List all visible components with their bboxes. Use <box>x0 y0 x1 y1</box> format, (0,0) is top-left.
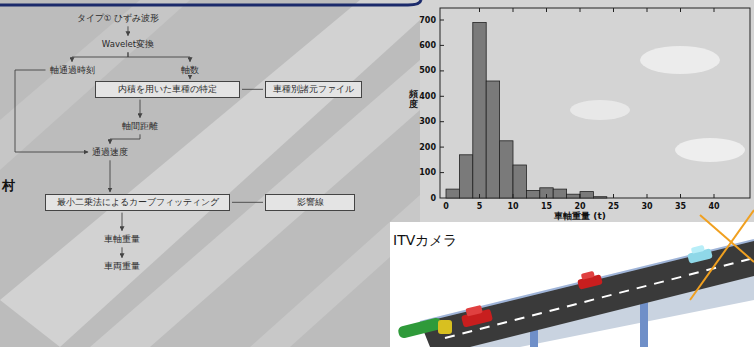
tick-label: 25 <box>608 202 619 211</box>
node-text: 軸通過時刻 <box>50 65 95 76</box>
tick-label: 600 <box>419 41 436 50</box>
tick-label: 35 <box>675 202 686 211</box>
process-box: 影響線 <box>265 194 355 211</box>
road-deck <box>420 240 754 347</box>
tick-label: 20 <box>574 202 585 211</box>
flow-connector <box>190 78 191 80</box>
flow-connector <box>242 89 263 90</box>
pipe <box>397 317 443 339</box>
photo-patch <box>675 138 745 162</box>
camera-mount <box>438 320 452 334</box>
flow-step: タイプ① ひずみ波形 <box>75 12 161 25</box>
flow-step: Wavelet変換 <box>100 38 156 51</box>
car <box>460 303 493 328</box>
flow-connector <box>128 52 190 61</box>
process-box: 内積を用いた車種の特定 <box>95 81 240 98</box>
aerial-photo <box>0 0 420 347</box>
node-text: 車両重量 <box>104 261 140 272</box>
flow-connector <box>15 70 88 152</box>
node-text: 最小二乗法によるカーブフィッティング <box>52 197 223 208</box>
tick-label: 400 <box>419 92 436 101</box>
car <box>686 243 713 263</box>
process-box: 車種別諸元ファイル <box>265 81 362 98</box>
flow-step: 軸数 <box>179 64 201 77</box>
flow-connector <box>110 134 140 143</box>
flow-connector <box>122 213 123 231</box>
flow-step: 軸間距離 <box>120 120 160 133</box>
node-text: 軸間距離 <box>122 121 158 132</box>
flow-connector <box>72 52 128 61</box>
tick-label: 30 <box>641 202 652 211</box>
tick-label: 200 <box>419 143 436 152</box>
photo-patch <box>640 46 720 74</box>
camera-view-line <box>690 210 754 300</box>
flow-step: 通過速度 <box>90 146 130 159</box>
tick-label: 700 <box>419 16 436 25</box>
illustration-ground <box>390 222 754 347</box>
axis-title: 頻度 <box>409 90 418 110</box>
flow-step: 車軸重量 <box>102 233 142 246</box>
tick-label: 0 <box>443 202 449 211</box>
node-text: 影響線 <box>272 197 348 208</box>
flow-connector <box>110 160 111 192</box>
axis-ticks <box>440 8 714 198</box>
photo-ground <box>420 0 754 222</box>
axis-title: 車軸重量 (t) <box>554 210 606 223</box>
flow-connector <box>232 202 263 203</box>
tick-label: 0 <box>430 194 436 203</box>
node-text: 軸数 <box>181 65 199 76</box>
flow-step: 車両重量 <box>102 260 142 273</box>
tick-label: 5 <box>477 202 483 211</box>
tick-label: 300 <box>419 117 436 126</box>
flow-connector <box>122 247 123 257</box>
photo-road-band <box>0 0 420 347</box>
node-text: Wavelet変換 <box>102 39 154 50</box>
tick-label: 15 <box>541 202 552 211</box>
camera-view-line <box>700 215 754 262</box>
node-text: 内積を用いた車種の特定 <box>102 84 233 95</box>
header-frame <box>0 0 421 5</box>
node-text: 通過速度 <box>92 147 128 158</box>
process-box: 最小二乗法によるカーブフィッティング <box>45 194 230 211</box>
car <box>576 269 603 289</box>
flow-connector <box>127 26 128 35</box>
camera-label: ITVカメラ <box>393 232 457 250</box>
node-text: タイプ① ひずみ波形 <box>77 13 159 24</box>
tick-label: 10 <box>507 202 518 211</box>
flow-step: 軸通過時刻 <box>48 64 97 77</box>
tick-label: 500 <box>419 66 436 75</box>
histogram-bars <box>446 23 607 199</box>
tick-label: 100 <box>419 168 436 177</box>
photo-text: 村 <box>2 177 15 195</box>
flow-connector <box>140 100 141 118</box>
node-text: 車種別諸元ファイル <box>272 84 355 95</box>
photo-patch <box>570 100 630 120</box>
lane-marking <box>445 258 754 338</box>
chart-frame <box>440 8 750 198</box>
tick-label: 40 <box>708 202 719 211</box>
node-text: 車軸重量 <box>104 234 140 245</box>
